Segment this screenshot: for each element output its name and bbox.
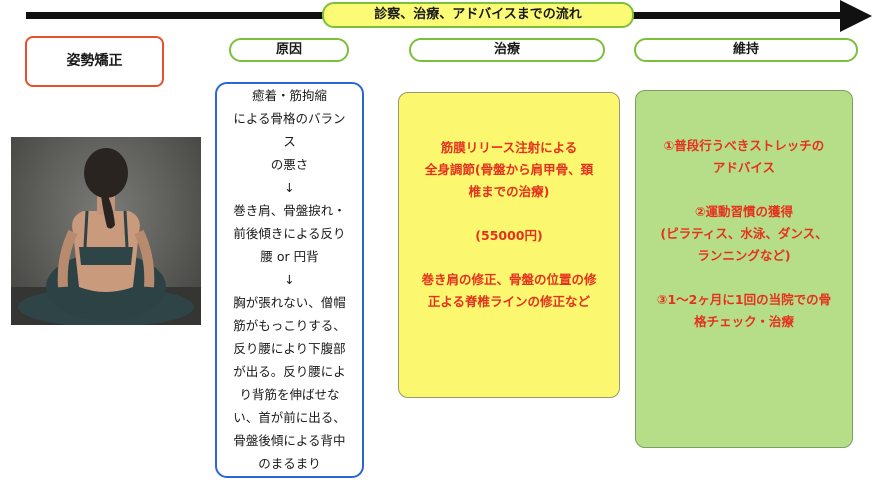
header-maintenance: 維持 — [634, 38, 858, 62]
text-line: ↓ — [284, 180, 295, 195]
text-line: ③1〜2ヶ月に1回の当院での骨 — [656, 292, 832, 307]
header-treatment: 治療 — [409, 38, 605, 62]
cause-box: 癒着・筋拘縮による骨格のバランスの悪さ ↓ 巻き肩、骨盤捩れ・前後傾きによる反り腰 … — [215, 82, 364, 478]
text-line: 胸が張れない、僧帽 — [233, 295, 346, 310]
text-line: 巻き肩の修正、骨盤の位置の修 — [421, 272, 597, 287]
text-line: 骨盤後傾による背中 — [233, 433, 346, 448]
title-box: 姿勢矯正 — [25, 36, 164, 87]
text-line: 格チェック・治療 — [694, 314, 794, 329]
cause-text: 癒着・筋拘縮による骨格のバランスの悪さ ↓ 巻き肩、骨盤捩れ・前後傾きによる反り腰 … — [221, 84, 358, 475]
text-line: ↓ — [284, 272, 295, 287]
text-line: アドバイス — [712, 160, 776, 175]
text-line: 正よる脊椎ラインの修正など — [427, 294, 591, 309]
text-line — [399, 115, 619, 137]
timeline-label: 診察、治療、アドバイスまでの流れ — [322, 2, 634, 28]
posture-photo — [11, 137, 201, 325]
text-line: ①普段行うべきストレッチの — [663, 138, 825, 153]
text-line: (55000円) — [475, 228, 543, 243]
text-line: 筋膜リリース注射による — [440, 140, 578, 155]
text-line — [636, 179, 852, 201]
text-line: い、首が前に出る、 — [233, 410, 346, 425]
text-line: 筋がもっこりする、 — [233, 318, 346, 333]
text-line: り背筋を伸ばせな — [239, 387, 340, 402]
text-line: ランニングなど) — [697, 248, 791, 263]
text-line: が出る。反り腰によ — [233, 364, 346, 379]
text-line: の悪さ — [270, 157, 309, 172]
text-line — [636, 91, 852, 113]
text-line: による骨格のバラン — [233, 111, 346, 126]
text-line: 前後傾きによる反り — [233, 226, 346, 241]
text-line: ス — [283, 134, 296, 149]
text-line — [636, 113, 852, 135]
text-line — [399, 247, 619, 269]
text-line: 癒着・筋拘縮 — [251, 88, 327, 103]
text-line: 反り腰により下腹部 — [233, 341, 346, 356]
text-line: 全身調節(骨盤から肩甲骨、頚 — [424, 162, 594, 177]
text-line: 腰 or 円背 — [260, 249, 319, 264]
maintenance-text: ①普段行うべきストレッチのアドバイス ②運動習慣の獲得 (ピラティス、水泳、ダンス、… — [636, 91, 852, 333]
maintenance-box: ①普段行うべきストレッチのアドバイス ②運動習慣の獲得 (ピラティス、水泳、ダンス、… — [635, 90, 853, 448]
text-line: ②運動習慣の獲得 — [694, 204, 794, 219]
treatment-text: 筋膜リリース注射による全身調節(骨盤から肩甲骨、頚椎までの治療) (55000円)… — [399, 93, 619, 313]
text-line: 椎までの治療) — [468, 184, 550, 199]
text-line — [636, 267, 852, 289]
text-line — [399, 203, 619, 225]
text-line: のまるまり — [258, 456, 321, 471]
text-line: 巻き肩、骨盤捩れ・ — [233, 203, 346, 218]
timeline-arrow-head — [840, 0, 872, 32]
header-cause: 原因 — [229, 38, 349, 62]
treatment-box: 筋膜リリース注射による全身調節(骨盤から肩甲骨、頚椎までの治療) (55000円)… — [398, 92, 620, 398]
text-line — [399, 93, 619, 115]
text-line: (ピラティス、水泳、ダンス、 — [660, 226, 828, 241]
